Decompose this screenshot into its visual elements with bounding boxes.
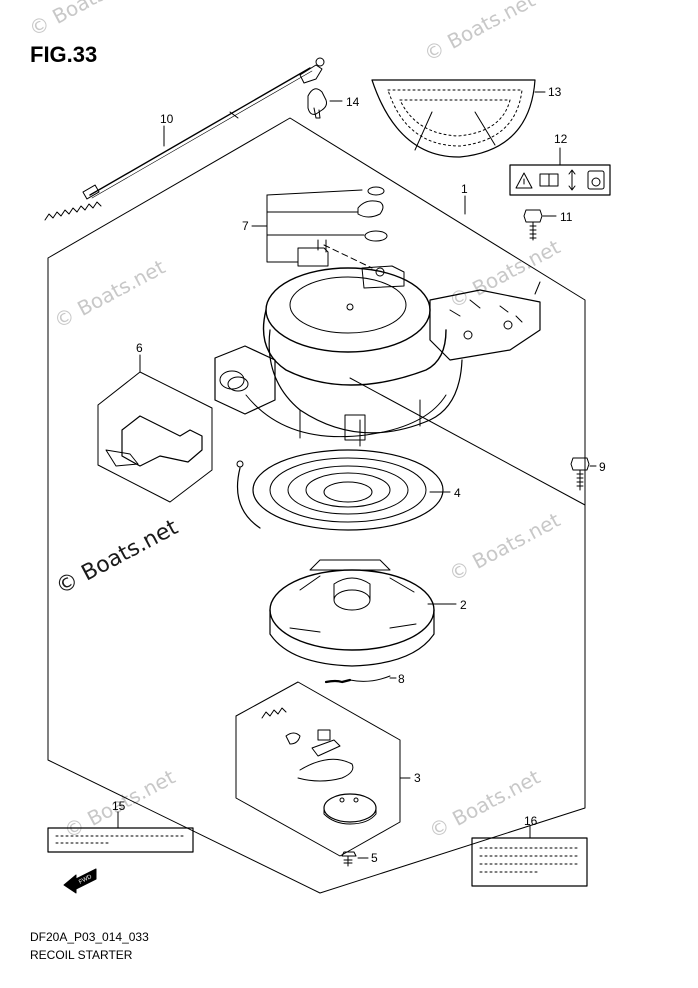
reel-part-2 — [269, 559, 457, 667]
assembly-frame — [47, 117, 586, 894]
forward-arrow-icon: FWD — [63, 868, 97, 894]
decal-part-15 — [47, 811, 194, 853]
callout-15: 15 — [112, 799, 126, 813]
callout-11: 11 — [560, 210, 573, 224]
recoil-spring-part-4 — [236, 449, 451, 531]
decal-part-16 — [471, 825, 588, 887]
bolt-11-part — [523, 209, 557, 241]
callout-16: 16 — [524, 814, 538, 828]
callout-10: 10 — [160, 112, 174, 126]
callout-6: 6 — [136, 341, 143, 355]
rope-part-8 — [324, 675, 397, 684]
bolt-9-part — [349, 377, 597, 506]
callout-3: 3 — [414, 771, 421, 785]
callout-8: 8 — [398, 672, 405, 686]
callout-14: 14 — [346, 95, 360, 109]
cable-clip-part — [307, 88, 343, 119]
callout-2: 2 — [460, 598, 467, 612]
decal-half-ring-part — [371, 79, 546, 158]
callout-12: 12 — [554, 132, 568, 146]
figure-title: FIG.33 — [30, 42, 98, 67]
pawl-kit-part-3 — [235, 681, 411, 857]
handle-part-6 — [97, 354, 213, 503]
warning-label-part — [509, 147, 611, 196]
ratchet-parts-7 — [251, 186, 388, 269]
screw-part-5 — [341, 851, 369, 867]
callout-5: 5 — [371, 851, 378, 865]
starter-case-part — [214, 195, 541, 447]
figure-code: DF20A_P03_014_033 — [30, 930, 149, 944]
starter-cable-part — [44, 57, 325, 221]
callout-13: 13 — [548, 85, 562, 99]
callout-4: 4 — [454, 486, 461, 500]
callout-9: 9 — [599, 460, 606, 474]
callout-7: 7 — [242, 219, 249, 233]
figure-name: RECOIL STARTER — [30, 948, 133, 962]
callout-1: 1 — [461, 182, 468, 196]
